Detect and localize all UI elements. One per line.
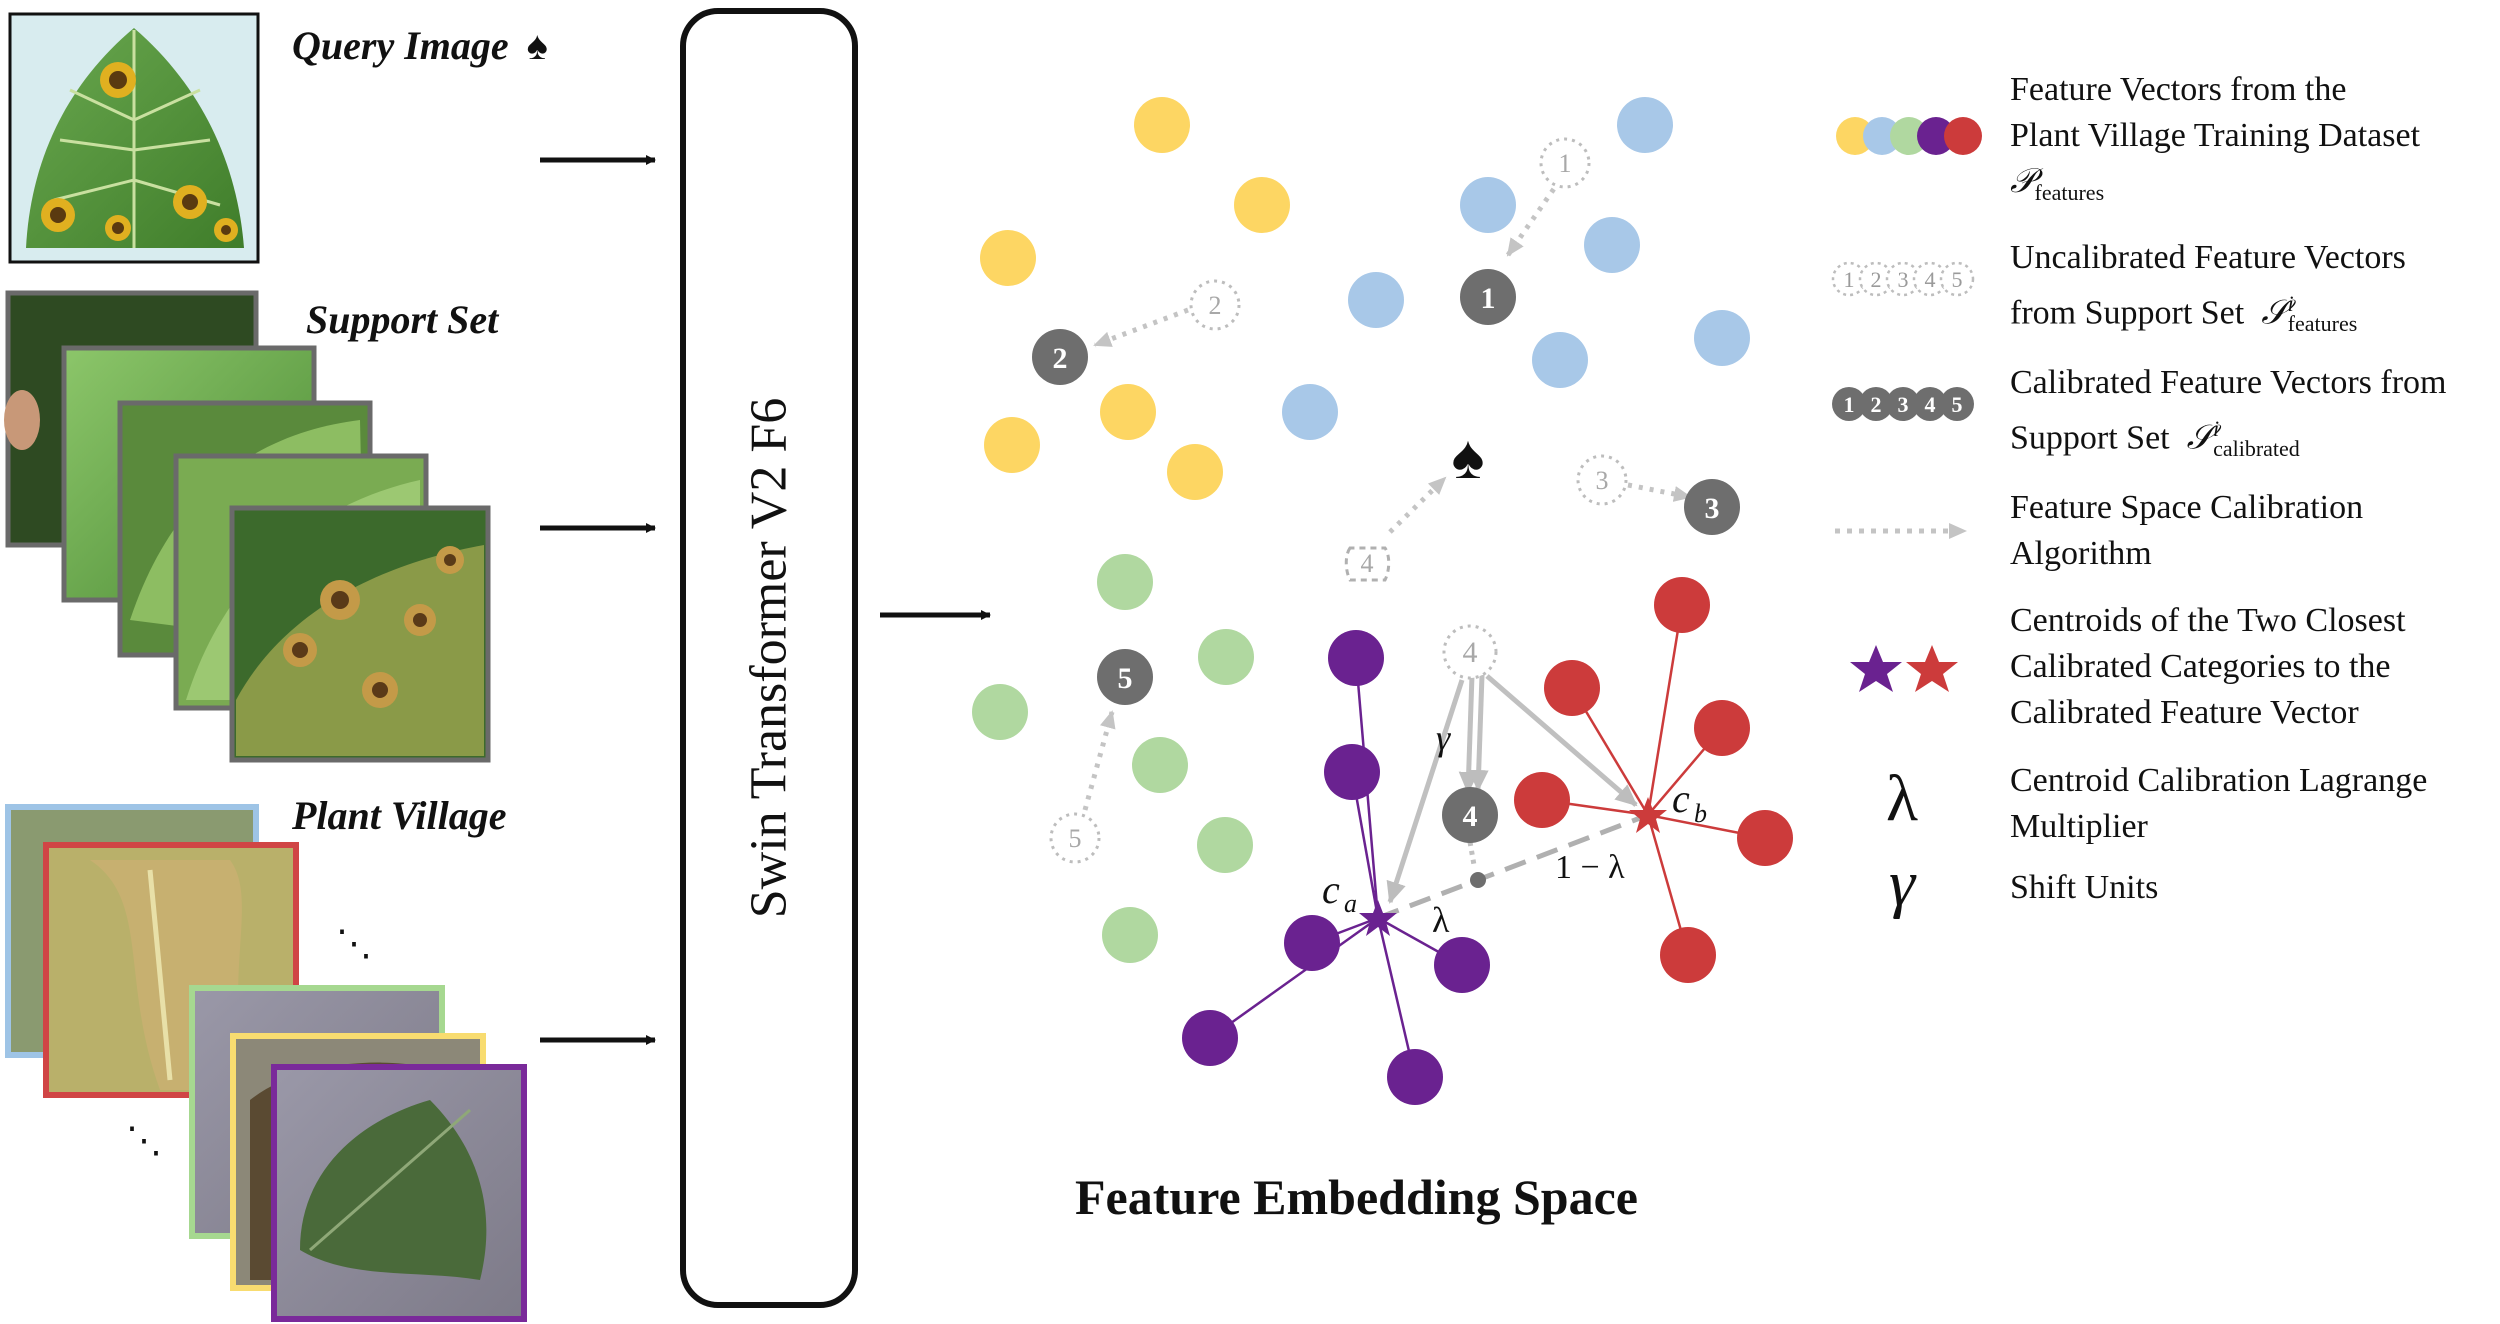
ca-subscript: a — [1344, 889, 1357, 918]
svg-text:2: 2 — [1209, 291, 1222, 320]
calibration-arrows — [1082, 178, 1692, 811]
svg-text:5: 5 — [1069, 824, 1082, 853]
lambda-label: λ — [1432, 900, 1450, 940]
centroid-a-star — [1359, 900, 1397, 936]
red-point — [1514, 772, 1570, 828]
svg-text:1: 1 — [1844, 392, 1855, 417]
svg-text:4: 4 — [1925, 267, 1936, 292]
red-cluster — [1541, 604, 1766, 956]
legend-gamma-icon: γ — [1889, 847, 1917, 920]
centroid-interpolation-line — [1377, 812, 1649, 921]
legend-purple-star-icon — [1850, 645, 1902, 692]
legend-uncalibrated-icons: 1 2 3 4 5 — [1831, 261, 1975, 297]
legend-centroids: Centroids of the Two Closest Calibrated … — [2010, 602, 2406, 731]
legend-calibrated-icons: 1 2 3 4 5 — [1832, 387, 1974, 421]
centroid-b-star — [1629, 797, 1667, 833]
red-point — [1694, 700, 1750, 756]
purple-point — [1284, 915, 1340, 971]
svg-text:3: 3 — [1898, 267, 1909, 292]
one-minus-lambda-label: 1 − λ — [1555, 849, 1625, 886]
query-image — [8, 12, 260, 264]
svg-text:4: 4 — [1463, 636, 1478, 669]
support-set-label: Support Set — [306, 297, 499, 342]
legend-lambda-icon: λ — [1886, 762, 1918, 835]
purple-point — [1434, 937, 1490, 993]
calibrated-points: 1 2 3 4 5 — [1032, 269, 1740, 843]
ellipsis-bottom: ⋱ — [126, 1120, 162, 1160]
purple-point — [1387, 1049, 1443, 1105]
gamma-label: γ — [1436, 718, 1451, 758]
svg-text:4: 4 — [1925, 392, 1936, 417]
ca-label: c — [1322, 867, 1340, 912]
legend-feature-vector-icons — [1836, 117, 1982, 155]
support-set-stack — [4, 290, 491, 763]
cb-label: c — [1672, 776, 1690, 821]
legend-uncalibrated: Uncalibrated Feature Vectors from Suppor… — [2010, 239, 2406, 337]
purple-point — [1324, 744, 1380, 800]
red-point — [1660, 927, 1716, 983]
legend-gamma: Shift Units — [2010, 869, 2159, 906]
svg-text:2: 2 — [1053, 342, 1068, 375]
query-spade-icon: ♠ — [1452, 424, 1485, 492]
legend-algorithm: Feature Space Calibration Algorithm — [2010, 489, 2364, 572]
query-image-label: Query Image ♠ — [292, 23, 548, 68]
svg-text:1: 1 — [1844, 267, 1855, 292]
legend-red-star-icon — [1906, 645, 1958, 692]
svg-text:4: 4 — [1361, 549, 1374, 578]
purple-point — [1328, 630, 1384, 686]
uncalibrated-points: 1 2 3 4 5 4 — [1049, 137, 1628, 864]
red-point — [1544, 660, 1600, 716]
red-point — [1654, 577, 1710, 633]
svg-text:5: 5 — [1118, 662, 1133, 695]
red-point — [1737, 810, 1793, 866]
blue-cluster — [1282, 97, 1750, 440]
legend-lambda: Centroid Calibration Lagrange Multiplier — [2010, 762, 2428, 845]
svg-text:5: 5 — [1952, 267, 1963, 292]
svg-text:1: 1 — [1559, 149, 1572, 178]
svg-text:2: 2 — [1871, 392, 1882, 417]
swin-transformer-box: Swin Transformer V2 F6 — [680, 8, 858, 1308]
svg-text:3: 3 — [1596, 466, 1609, 495]
svg-text:5: 5 — [1952, 392, 1963, 417]
ellipsis-top: ⋱ — [336, 923, 372, 963]
yellow-cluster — [980, 97, 1290, 500]
green-cluster — [972, 554, 1254, 963]
point4-calibration-arrows — [1386, 674, 1638, 904]
legend-calibrated: Calibrated Feature Vectors from Support … — [2010, 364, 2447, 462]
interpolated-point — [1470, 872, 1486, 888]
purple-point — [1182, 1010, 1238, 1066]
plant-village-label: Plant Village — [292, 793, 507, 838]
svg-text:1: 1 — [1481, 282, 1496, 315]
svg-text:3: 3 — [1898, 392, 1909, 417]
feature-embedding-space-title: Feature Embedding Space — [1075, 1169, 1638, 1225]
legend-feature-vectors: Feature Vectors from the Plant Village T… — [2010, 71, 2421, 205]
svg-text:4: 4 — [1463, 800, 1478, 833]
plant-village-stack — [5, 804, 527, 1322]
svg-text:2: 2 — [1871, 267, 1882, 292]
spade-icon: ♠ — [526, 23, 548, 68]
svg-text:3: 3 — [1705, 492, 1720, 525]
cb-subscript: b — [1694, 799, 1707, 828]
